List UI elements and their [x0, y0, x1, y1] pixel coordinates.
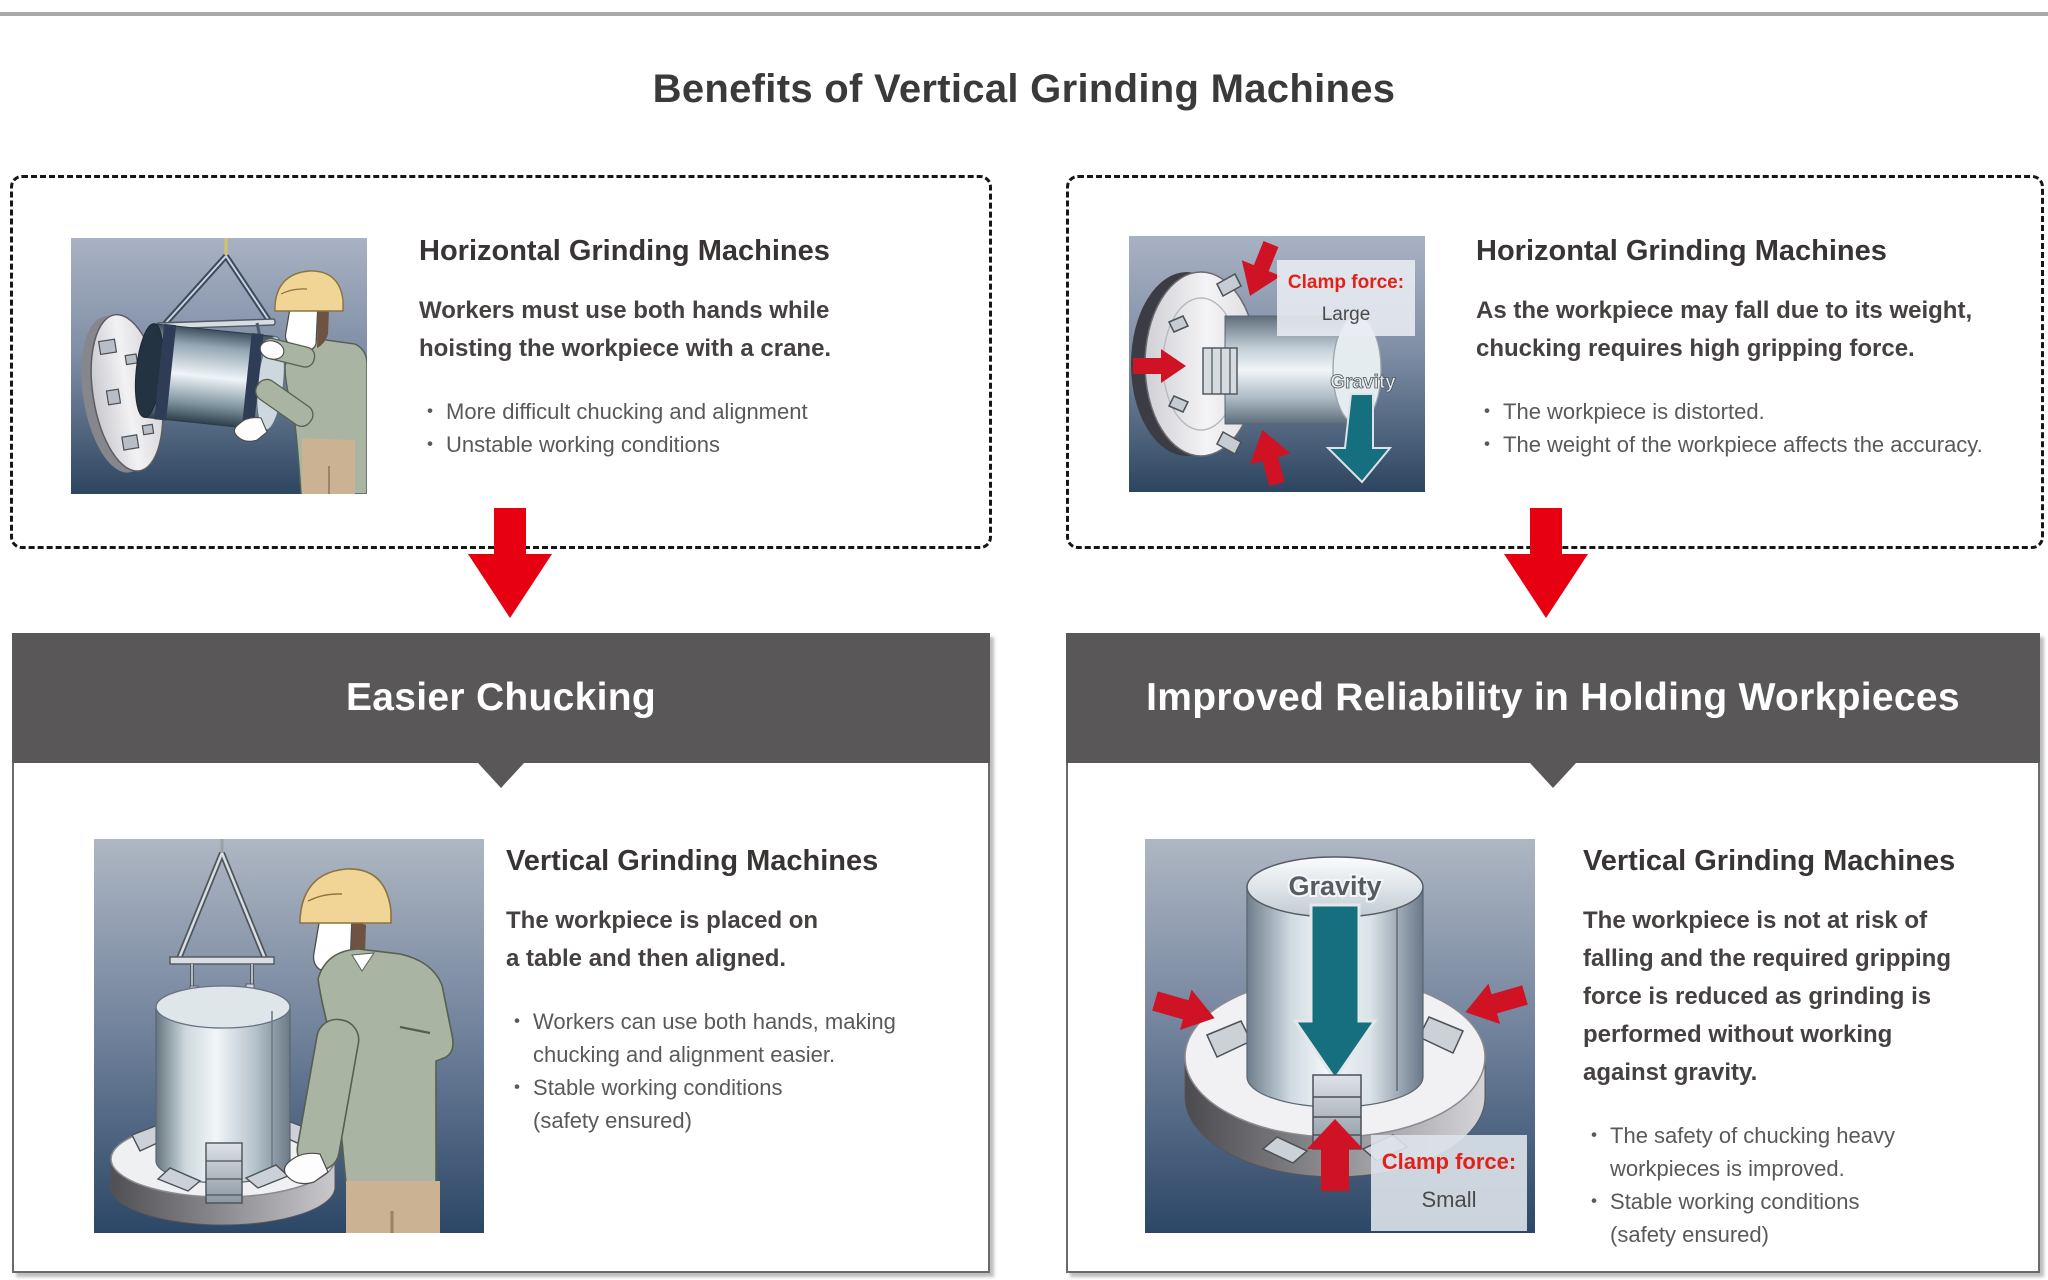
clamp-label-panel	[1371, 1135, 1527, 1231]
bullet-dot: ・	[1476, 399, 1499, 424]
banner-label: Easier Chucking	[345, 676, 657, 719]
gravity-arrow	[1325, 393, 1393, 484]
bullet-dot: ・	[506, 1075, 529, 1100]
page-title: Benefits of Vertical Grinding Machines	[652, 66, 1396, 111]
illustration-vertical-clamping: Gravity Clamp force: Small	[1145, 839, 1535, 1233]
gravity-label: Gravity	[1288, 871, 1381, 901]
bullet-list: ・Workers can use both hands, making chuc…	[506, 1005, 951, 1137]
bullet-text: The weight of the workpiece affects the …	[1503, 432, 1983, 457]
panel-heading: Horizontal Grinding Machines	[419, 235, 830, 267]
bullet-dot: ・	[1583, 1189, 1606, 1214]
benefit-banner: Improved Reliability in Holding Workpiec…	[1066, 633, 2040, 763]
clamp-force-value: Small	[1421, 1187, 1476, 1212]
panel-heading: Vertical Grinding Machines	[1583, 845, 1956, 877]
bullet-dot: ・	[506, 1009, 529, 1034]
panel-horizontal-gripping: Clamp force: Large Gravity Horizontal Gr…	[1066, 175, 2044, 549]
bullet-text: Workers can use both hands, making chuck…	[533, 1009, 896, 1067]
top-divider	[0, 12, 2048, 16]
panel-lead: The workpiece is placed on a table and t…	[506, 907, 819, 972]
vertical-clamp-illustration: Gravity Clamp force: Small	[1145, 839, 1535, 1233]
bullet-dot: ・	[1476, 432, 1499, 457]
banner-notch	[478, 763, 524, 788]
gravity-label: Gravity	[1330, 372, 1396, 393]
panel-easier-chucking: Easier Chucking	[12, 633, 990, 1273]
gravity-arrow	[1292, 903, 1378, 1082]
clamp-force-arrows	[1133, 241, 1291, 487]
panel-lead: As the workpiece may fall due to its wei…	[1476, 297, 1973, 362]
bullet-item: ・Stable working conditions (safety ensur…	[1583, 1185, 2023, 1251]
bullet-list: ・The workpiece is distorted. ・The weight…	[1476, 395, 2041, 461]
panel-text-column: Vertical Grinding Machines The workpiece…	[506, 845, 951, 1137]
bullet-text: Stable working conditions (safety ensure…	[1610, 1189, 1860, 1247]
hoisting-worker-illustration	[71, 238, 368, 495]
illustration-horizontal-hoisting	[71, 238, 368, 495]
illustration-horizontal-clamping: Clamp force: Large Gravity	[1129, 236, 1425, 492]
worker-arms	[233, 337, 316, 442]
worker-arm	[283, 1018, 360, 1185]
bullet-item: ・The workpiece is distorted.	[1476, 395, 2041, 428]
vertical-worker-illustration	[94, 839, 484, 1233]
clamp-force-arrows	[1152, 983, 1528, 1031]
panel-text-column: Horizontal Grinding Machines Workers mus…	[419, 235, 979, 461]
clamp-force-value: Large	[1322, 304, 1371, 325]
bullet-item: ・Workers can use both hands, making chuc…	[506, 1005, 951, 1071]
bullet-dot: ・	[1583, 1123, 1606, 1148]
bullet-item: ・Unstable working conditions	[419, 428, 979, 461]
chuck-jaws	[1167, 272, 1242, 456]
bullet-text: Stable working conditions (safety ensure…	[533, 1075, 783, 1133]
bullet-text: The safety of chucking heavy workpieces …	[1610, 1123, 1895, 1181]
banner-label: Improved Reliability in Holding Workpiec…	[1146, 676, 1960, 719]
clamp-force-label: Clamp force:	[1382, 1149, 1516, 1174]
bullet-item: ・More difficult chucking and alignment	[419, 395, 979, 428]
bullet-list: ・The safety of chucking heavy workpieces…	[1583, 1119, 2023, 1251]
panel-text-column: Horizontal Grinding Machines As the work…	[1476, 235, 2041, 461]
hard-hat	[299, 868, 392, 924]
bullet-item: ・The weight of the workpiece affects the…	[1476, 428, 2041, 461]
clamp-label-panel	[1277, 260, 1415, 336]
bullet-text: The workpiece is distorted.	[1503, 399, 1765, 424]
panel-lead: Workers must use both hands while hoisti…	[419, 297, 832, 362]
gripping-jaw-ribbed	[1202, 347, 1238, 395]
benefit-banner: Easier Chucking	[12, 633, 990, 763]
clamp-up-arrow	[1307, 1119, 1363, 1191]
bullet-text: More difficult chucking and alignment	[446, 399, 808, 424]
bullet-dot: ・	[419, 399, 442, 424]
panel-text-column: Vertical Grinding Machines The workpiece…	[1583, 845, 2023, 1251]
panel-lead: The workpiece is not at risk of falling …	[1583, 907, 1952, 1086]
panel-heading: Vertical Grinding Machines	[506, 845, 879, 877]
worker-pants	[346, 1181, 440, 1233]
bullet-dot: ・	[419, 432, 442, 457]
ribbed-jaw-block	[205, 1142, 243, 1204]
hard-hat	[274, 270, 344, 312]
workpiece-cylinder	[134, 323, 285, 431]
table-jaws	[156, 1164, 290, 1192]
illustration-vertical-chucking	[94, 839, 484, 1233]
panel-heading: Horizontal Grinding Machines	[1476, 235, 1887, 267]
workpiece-cylinder	[155, 983, 291, 1184]
banner-notch	[1530, 763, 1576, 788]
down-arrow-icon	[1504, 508, 1588, 618]
down-arrow-icon	[468, 508, 552, 618]
clamp-force-label: Clamp force:	[1288, 272, 1404, 293]
crane-sling	[169, 839, 275, 986]
bullet-item: ・The safety of chucking heavy workpieces…	[1583, 1119, 2023, 1185]
panel-horizontal-chucking: Horizontal Grinding Machines Workers mus…	[10, 175, 992, 549]
horizontal-clamp-illustration: Clamp force: Large Gravity	[1129, 236, 1425, 492]
bullet-text: Unstable working conditions	[446, 432, 720, 457]
bullet-list: ・More difficult chucking and alignment ・…	[419, 395, 979, 461]
worker-figure	[299, 868, 454, 1233]
bullet-item: ・Stable working conditions (safety ensur…	[506, 1071, 951, 1137]
panel-improved-reliability: Improved Reliability in Holding Workpiec…	[1066, 633, 2040, 1273]
